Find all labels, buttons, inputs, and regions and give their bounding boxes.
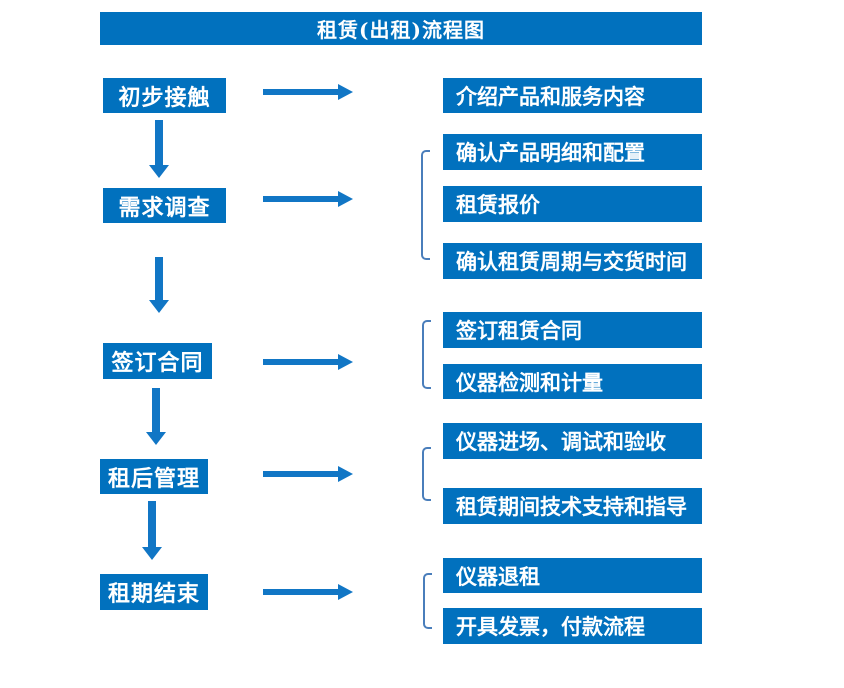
arrow-head	[142, 547, 162, 560]
group-bracket-post-rental	[422, 447, 431, 501]
arrow-shaft	[263, 196, 339, 202]
arrow-head	[338, 584, 353, 600]
right-arrow-4	[263, 466, 353, 482]
arrow-shaft	[148, 501, 156, 547]
arrow-shaft	[152, 388, 160, 432]
detail-box-tech-support: 租赁期间技术支持和指导	[443, 488, 702, 524]
arrow-head	[149, 165, 169, 178]
detail-box-confirm-product-config: 确认产品明细和配置	[443, 134, 702, 170]
chart-title: 租赁(出租)流程图	[317, 18, 485, 42]
group-bracket-rental-end	[423, 573, 432, 629]
step-box-initial-contact: 初步接触	[103, 78, 226, 113]
arrow-head	[338, 466, 353, 482]
arrow-shaft	[263, 89, 339, 95]
arrow-shaft	[155, 120, 163, 165]
step-box-rental-end: 租期结束	[100, 574, 208, 610]
down-arrow-1	[149, 120, 169, 178]
group-bracket-demand-survey	[421, 150, 430, 260]
step-box-sign-contract: 签订合同	[103, 343, 212, 379]
down-arrow-3	[146, 388, 166, 445]
detail-box-instrument-setup-acceptance: 仪器进场、调试和验收	[443, 423, 702, 459]
step-box-demand-survey: 需求调查	[103, 188, 226, 223]
group-bracket-sign-contract	[422, 320, 431, 389]
arrow-head	[149, 300, 169, 313]
down-arrow-4	[142, 501, 162, 560]
down-arrow-2	[149, 257, 169, 313]
arrow-head	[338, 84, 353, 100]
detail-box-sign-rental-contract: 签订租赁合同	[443, 312, 702, 348]
arrow-shaft	[263, 589, 339, 595]
detail-box-confirm-period-delivery: 确认租赁周期与交货时间	[443, 243, 702, 279]
detail-box-invoice-payment: 开具发票，付款流程	[443, 608, 702, 644]
detail-box-instrument-test-metering: 仪器检测和计量	[443, 364, 702, 399]
step-box-post-rental-management: 租后管理	[100, 459, 208, 494]
arrow-shaft	[263, 471, 339, 477]
detail-box-instrument-return: 仪器退租	[443, 558, 702, 593]
title-bar: 租赁(出租)流程图	[100, 12, 702, 45]
detail-box-rental-quote: 租赁报价	[443, 186, 702, 222]
right-arrow-3	[263, 354, 353, 370]
right-arrow-1	[263, 84, 353, 100]
arrow-head	[146, 432, 166, 445]
right-arrow-5	[263, 584, 353, 600]
arrow-shaft	[155, 257, 163, 300]
right-arrow-2	[263, 191, 353, 207]
detail-box-introduce-products: 介绍产品和服务内容	[443, 78, 702, 113]
arrow-head	[338, 191, 353, 207]
arrow-head	[338, 354, 353, 370]
arrow-shaft	[263, 359, 339, 365]
